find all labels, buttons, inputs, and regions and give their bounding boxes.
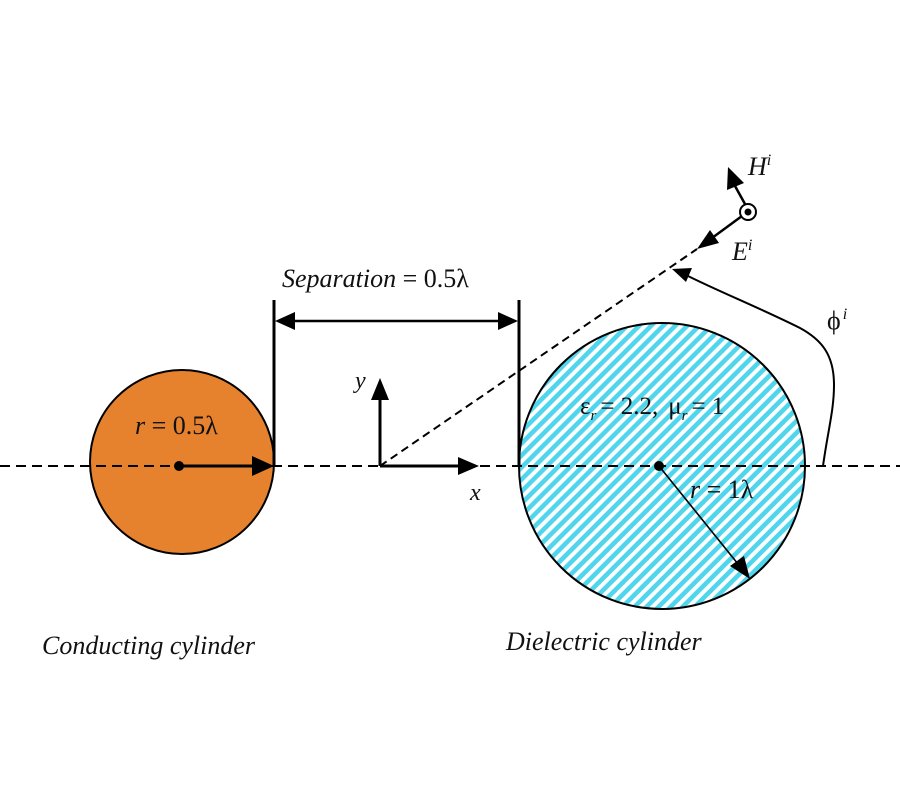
x-axis-arrowhead [458, 457, 479, 475]
conducting-radius-arrowhead [252, 456, 274, 476]
h-field-arrow [733, 185, 747, 205]
separation-label: Separation = 0.5λ [282, 264, 469, 293]
separation-arrowhead-right [498, 312, 518, 330]
conducting-radius-label: r = 0.5λ [135, 411, 218, 440]
x-axis-label: x [469, 480, 481, 506]
h-field-arrowhead [727, 167, 744, 190]
separation-arrowhead-left [275, 312, 295, 330]
e-field-arrow [711, 214, 743, 240]
dielectric-permittivity-label: εr= 2.2,μr= 1 [580, 393, 724, 424]
dielectric-radius-arrow [658, 465, 739, 565]
conducting-cylinder-caption: Conducting cylinder [42, 631, 256, 660]
phi-angle-arc [687, 275, 836, 467]
phi-angle-arrowhead [672, 268, 692, 282]
conducting-center-dot [174, 461, 184, 471]
dielectric-radius-arrowhead [730, 556, 750, 579]
out-of-page-dot [744, 208, 752, 216]
dielectric-cylinder-caption: Dielectric cylinder [505, 627, 703, 656]
dielectric-center-dot [654, 461, 664, 471]
y-axis-label: y [353, 368, 366, 394]
e-field-arrowhead [697, 230, 719, 249]
h-field-label: Hi [747, 152, 771, 181]
e-field-label: Ei [731, 237, 752, 266]
dielectric-radius-label: r = 1λ [690, 475, 754, 504]
y-axis-arrowhead [371, 378, 389, 400]
